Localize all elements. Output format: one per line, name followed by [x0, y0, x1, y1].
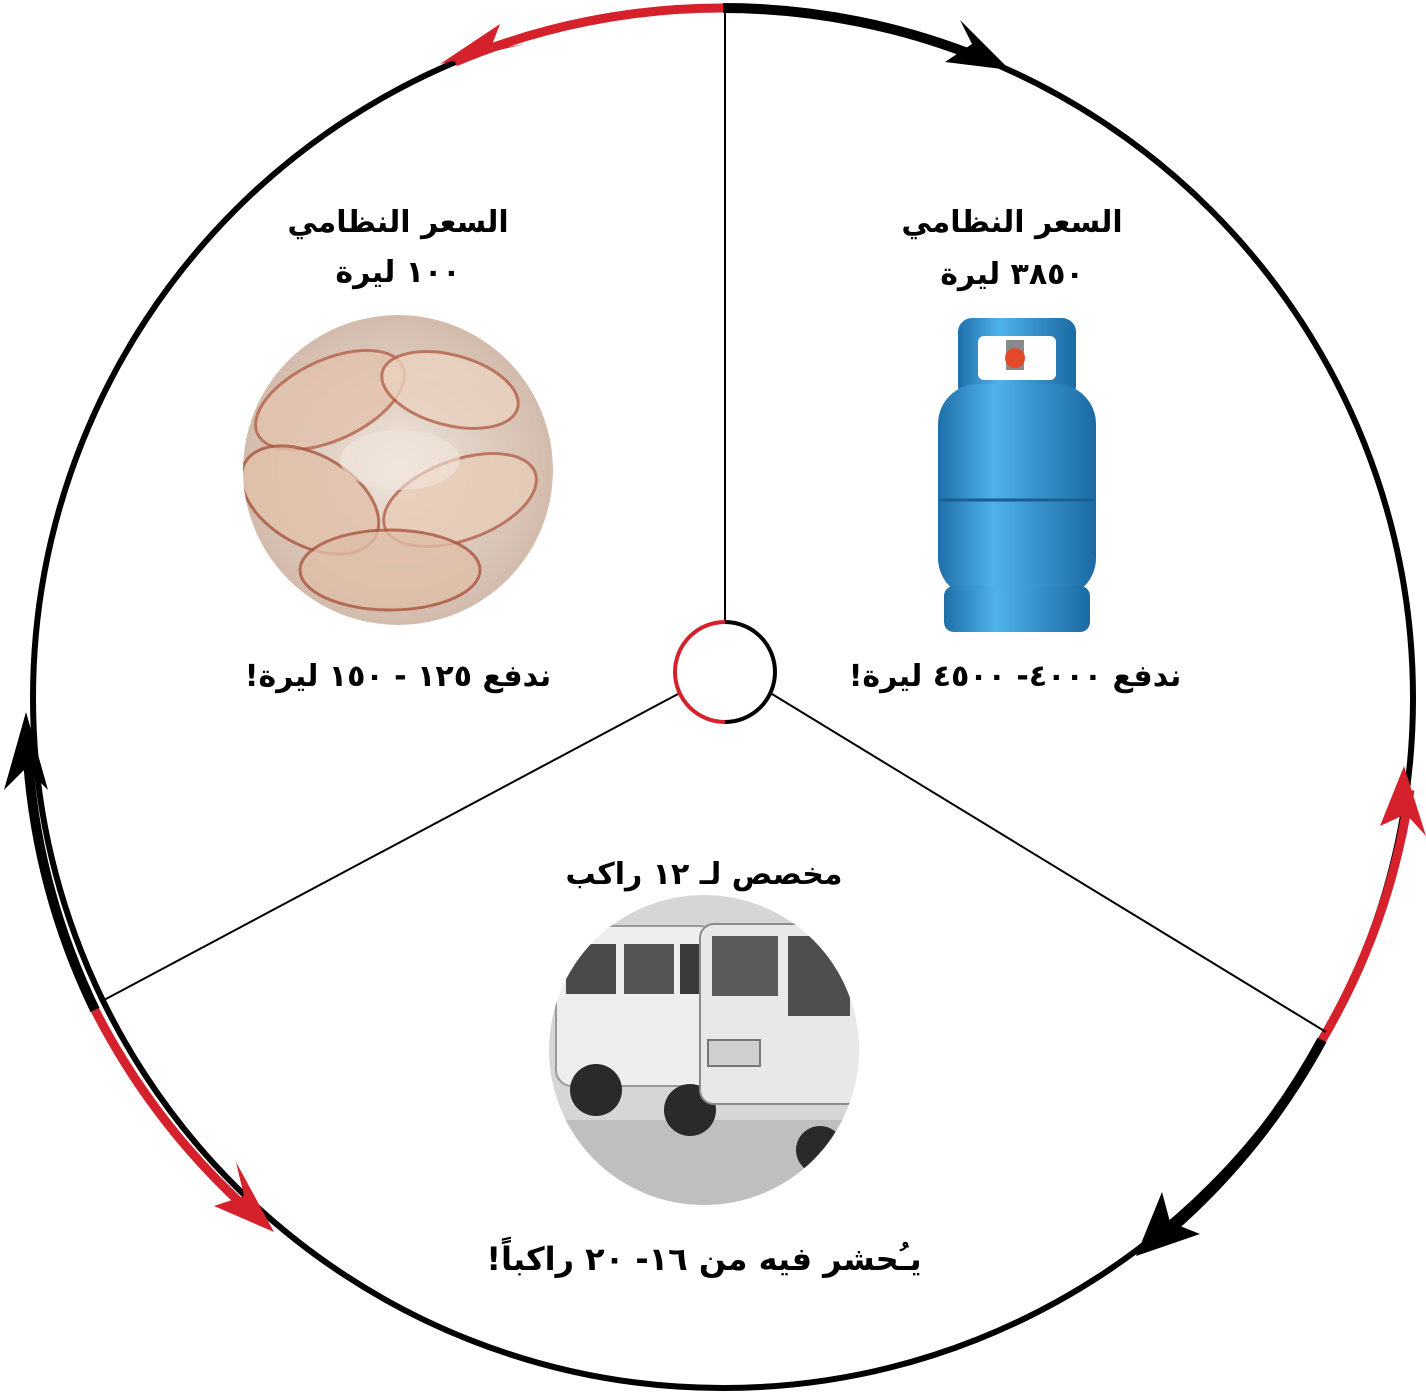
arrow-head-black-top-right	[945, 20, 1010, 70]
black-arc-bottom-right	[1166, 1037, 1327, 1234]
gas-cylinder-photo	[938, 318, 1096, 632]
center-hub-red-half	[673, 620, 726, 724]
arrow-head-red-top	[440, 24, 525, 64]
black-arc-top-right	[722, 3, 992, 67]
minivan-photo	[549, 895, 859, 1205]
center-hub-black-half	[724, 620, 777, 724]
bread-title: السعر النظامي	[287, 205, 508, 240]
divider-bottom-right	[771, 693, 1327, 1033]
divider-bottom-left	[103, 693, 679, 1001]
black-arc-left	[23, 759, 100, 1013]
bread-paid-price: ندفع ١٢٥ - ١٥٠ ليرة!	[245, 659, 551, 694]
bread-photo	[243, 315, 553, 625]
arrow-head-black-bottom-right	[1136, 1192, 1200, 1256]
van-title: مخصص لـ ١٢ راكب	[566, 857, 843, 892]
gas-paid-price: ندفع ٤٠٠٠- ٤٥٠٠ ليرة!	[849, 659, 1182, 694]
gas-title: السعر النظامي	[901, 205, 1122, 240]
arrow-head-red-bottom-left	[214, 1162, 274, 1232]
red-arc-right	[1318, 789, 1415, 1043]
bread-official-price: ١٠٠ ليرة	[335, 255, 460, 290]
van-paid-price: يـُحشر فيه من ١٦- ٢٠ راكباً!	[486, 1236, 921, 1278]
arrow-head-black-left	[4, 712, 48, 790]
arrow-head-red-right	[1380, 766, 1426, 836]
gas-official-price: ٣٨٥٠ ليرة	[940, 257, 1084, 292]
